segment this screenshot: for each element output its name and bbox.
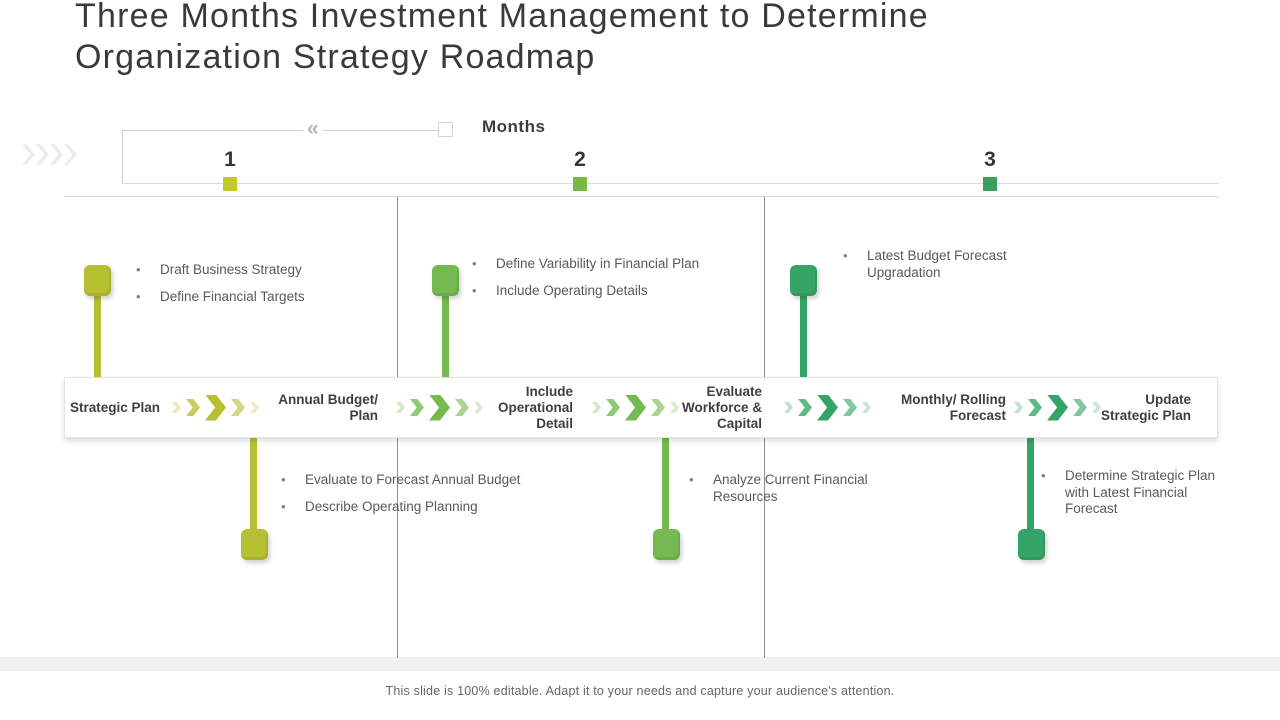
month2-bottom-bullets: Analyze Current Financial Resources	[687, 472, 902, 515]
month-number-2: 2	[574, 148, 586, 171]
chevron-right-icon	[1047, 394, 1068, 421]
chevron-right-icon	[843, 399, 857, 416]
chevron-right-icon	[817, 394, 838, 421]
header-divider-line	[64, 196, 1219, 197]
footer-band	[0, 657, 1280, 671]
stage-label-text: Annual Budget/ Plan	[278, 391, 378, 423]
stage-label-update-strategic-plan: Update Strategic Plan	[1099, 377, 1191, 438]
milestone-marker	[1018, 529, 1045, 560]
chevron-right-icon	[784, 402, 793, 413]
marker-stem	[442, 293, 449, 378]
bullet-item: Determine Strategic Plan with Latest Fin…	[1039, 468, 1231, 518]
chevron-right-icon	[651, 399, 665, 416]
chevron-right-icon	[455, 399, 469, 416]
milestone-marker	[653, 529, 680, 560]
chevron-right-icon	[36, 144, 49, 165]
stage-label-evaluate-workforce-capital: Evaluate Workforce & Capital	[670, 377, 762, 438]
stage-label-annual-budget-plan: Annual Budget/ Plan	[258, 377, 378, 438]
chevron-right-icon	[625, 394, 646, 421]
marker-stem	[250, 437, 257, 533]
month1-top-bullets: Draft Business Strategy Define Financial…	[134, 262, 364, 315]
bullet-item: Define Financial Targets	[134, 289, 364, 306]
bullet-item: Describe Operating Planning	[279, 499, 544, 516]
arrow-group	[784, 377, 871, 438]
chevron-right-icon	[474, 402, 483, 413]
chevron-right-icon	[205, 394, 226, 421]
marker-stem	[94, 293, 101, 378]
arrow-group	[1014, 377, 1101, 438]
chevron-right-icon	[862, 402, 871, 413]
forward-chevrons-icon	[22, 144, 77, 165]
slide-title: Three Months Investment Management to De…	[75, 0, 929, 76]
chevron-right-icon	[1092, 402, 1101, 413]
month3-top-bullets: Latest Budget Forecast Upgradation	[841, 248, 1016, 291]
marker-stem	[1027, 437, 1034, 533]
milestone-marker	[84, 265, 111, 296]
stage-label-include-operational-detail: Include Operational Detail	[478, 377, 573, 438]
month-number-3: 3	[984, 148, 996, 171]
month3-bottom-bullets: Determine Strategic Plan with Latest Fin…	[1039, 468, 1231, 528]
arrow-group	[172, 377, 259, 438]
milestone-marker	[241, 529, 268, 560]
month2-top-bullets: Define Variability in Financial Plan Inc…	[470, 256, 715, 309]
month-marker-square-3	[983, 177, 997, 191]
stage-label-text: Include Operational Detail	[497, 383, 573, 431]
chevron-right-icon	[670, 402, 679, 413]
stage-label-text: Monthly/ Rolling Forecast	[901, 391, 1006, 423]
chevron-right-icon	[798, 399, 812, 416]
months-heading: Months	[482, 117, 546, 136]
chevron-right-icon	[606, 399, 620, 416]
chevron-right-icon	[410, 399, 424, 416]
stage-label-text: Update Strategic Plan	[1100, 391, 1191, 423]
stage-label-monthly-rolling-forecast: Monthly/ Rolling Forecast	[878, 377, 1006, 438]
chevron-right-icon	[172, 402, 181, 413]
chevron-right-icon	[429, 394, 450, 421]
bullet-item: Include Operating Details	[470, 283, 715, 300]
marker-stem	[662, 437, 669, 533]
arrow-group	[592, 377, 679, 438]
bullet-item: Define Variability in Financial Plan	[470, 256, 715, 273]
chevron-right-icon	[396, 402, 405, 413]
arrow-group	[396, 377, 483, 438]
chevron-right-icon	[1028, 399, 1042, 416]
chevron-right-icon	[231, 399, 245, 416]
chevron-right-icon	[250, 402, 259, 413]
chevron-right-icon	[1014, 402, 1023, 413]
stage-label-strategic-plan: Strategic Plan	[70, 377, 165, 438]
chevron-right-icon	[22, 144, 35, 165]
timeline-axis-line	[122, 183, 1219, 184]
month1-bottom-bullets: Evaluate to Forecast Annual Budget Descr…	[279, 472, 544, 525]
marker-stem	[800, 293, 807, 378]
chevron-right-icon	[50, 144, 63, 165]
footer-note: This slide is 100% editable. Adapt it to…	[385, 684, 895, 698]
month-marker-square-1	[223, 177, 237, 191]
milestone-marker	[432, 265, 459, 296]
months-bracket-horizontal	[122, 130, 438, 131]
double-left-arrow-icon: «	[303, 116, 323, 142]
milestone-marker	[790, 265, 817, 296]
stage-label-text: Evaluate Workforce & Capital	[681, 383, 762, 431]
bullet-item: Draft Business Strategy	[134, 262, 364, 279]
checkbox-icon	[438, 122, 453, 137]
bullet-item: Evaluate to Forecast Annual Budget	[279, 472, 544, 489]
month-number-1: 1	[224, 148, 236, 171]
month-marker-square-2	[573, 177, 587, 191]
chevron-right-icon	[592, 402, 601, 413]
chevron-right-icon	[1073, 399, 1087, 416]
chevron-right-icon	[186, 399, 200, 416]
stage-label-text: Strategic Plan	[70, 399, 161, 415]
chevron-right-icon	[64, 144, 77, 165]
bullet-item: Latest Budget Forecast Upgradation	[841, 248, 1016, 281]
bullet-item: Analyze Current Financial Resources	[687, 472, 902, 505]
months-bracket-vertical	[122, 130, 123, 183]
